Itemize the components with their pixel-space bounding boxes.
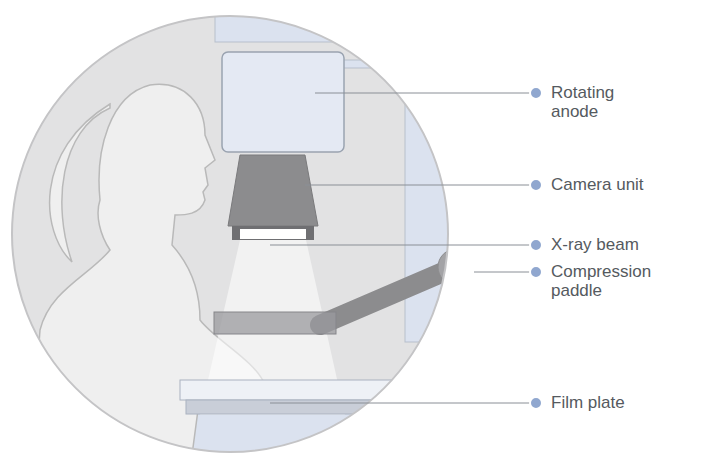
leader-line <box>270 403 530 404</box>
part-label: X-ray beam <box>551 235 691 254</box>
leader-dots <box>530 87 542 409</box>
part-label: Rotating anode <box>551 83 641 121</box>
leader-dot <box>530 179 542 191</box>
machine-column <box>405 42 475 342</box>
leader-dot <box>530 87 542 99</box>
part-label: Camera unit <box>551 175 691 194</box>
frame-circle <box>12 16 448 452</box>
leader-line <box>270 245 530 246</box>
leader-line <box>474 272 530 273</box>
camera-unit <box>228 155 318 226</box>
machine-rail <box>330 60 430 68</box>
anode-housing <box>222 52 344 152</box>
plate-base <box>186 400 470 414</box>
part-label: Film plate <box>551 393 691 412</box>
leader-dot <box>530 397 542 409</box>
leader-lines <box>270 93 530 403</box>
camera-window <box>240 229 306 239</box>
film-plate <box>180 380 470 400</box>
machine-top-frame <box>215 0 475 42</box>
leader-dot <box>530 266 542 278</box>
part-label: Compression paddle <box>551 262 663 300</box>
leader-line <box>305 185 530 186</box>
compression-paddle <box>214 312 336 334</box>
paddle-arm <box>320 267 455 325</box>
camera-window-frame <box>232 226 314 240</box>
leader-dot <box>530 239 542 251</box>
leader-line <box>315 93 530 94</box>
